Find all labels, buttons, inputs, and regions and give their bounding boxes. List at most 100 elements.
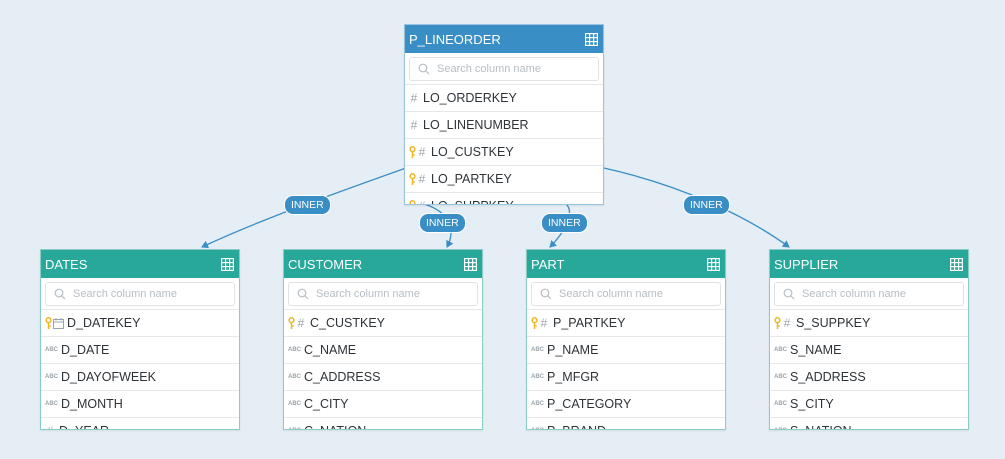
column-row[interactable]: D_DATEKEY: [41, 310, 239, 337]
column-search-input[interactable]: Search column name: [531, 282, 721, 306]
number-type-icon: #: [783, 316, 791, 330]
table-p-lineorder[interactable]: P_LINEORDER Search column name #LO_ORDERKE…: [404, 24, 604, 205]
column-row[interactable]: # S_SUPPKEY: [770, 310, 968, 337]
number-type-icon: #: [410, 91, 418, 105]
column-name: C_CUSTKEY: [310, 316, 386, 330]
column-row[interactable]: # D_YEAR: [41, 418, 239, 429]
number-type-icon: #: [297, 316, 305, 330]
search-placeholder: Search column name: [437, 63, 541, 75]
column-search-input[interactable]: Search column name: [288, 282, 478, 306]
search-placeholder: Search column name: [73, 288, 177, 300]
key-icon: [409, 199, 417, 204]
text-type-icon: ABC: [288, 374, 301, 380]
number-type-icon: #: [540, 316, 548, 330]
column-row[interactable]: #LO_CUSTKEY: [405, 139, 603, 166]
table-header[interactable]: P_LINEORDER: [405, 25, 603, 53]
column-name: S_NAME: [790, 343, 842, 357]
table-settings-icon[interactable]: [585, 32, 598, 46]
table-header[interactable]: CUSTOMER: [284, 250, 482, 278]
column-row[interactable]: #LO_PARTKEY: [405, 166, 603, 193]
search-placeholder: Search column name: [316, 288, 420, 300]
column-name: S_CITY: [790, 397, 834, 411]
number-type-icon: #: [418, 172, 426, 186]
table-name: SUPPLIER: [774, 256, 839, 272]
column-name: P_NAME: [547, 343, 599, 357]
text-type-icon: ABC: [774, 374, 787, 380]
column-row[interactable]: #LO_LINENUMBER: [405, 112, 603, 139]
column-name: S_SUPPKEY: [796, 316, 871, 330]
column-name: P_PARTKEY: [553, 316, 626, 330]
text-type-icon: ABC: [531, 347, 544, 353]
table-header[interactable]: DATES: [41, 250, 239, 278]
search-icon: [54, 288, 73, 300]
text-type-icon: ABC: [531, 428, 544, 429]
table-settings-icon[interactable]: [464, 257, 477, 271]
text-type-icon: ABC: [45, 374, 58, 380]
column-name: C_CITY: [304, 397, 349, 411]
key-icon: [45, 316, 53, 330]
search-placeholder: Search column name: [559, 288, 663, 300]
table-header[interactable]: PART: [527, 250, 725, 278]
key-icon: [409, 145, 417, 159]
number-type-icon: #: [417, 199, 427, 204]
table-name: DATES: [45, 256, 88, 272]
column-name: LO_CUSTKEY: [431, 145, 514, 159]
column-row[interactable]: # LO_SUPPKEY: [405, 193, 603, 204]
text-type-icon: ABC: [774, 428, 787, 429]
number-type-icon: #: [45, 424, 55, 429]
text-type-icon: ABC: [774, 347, 787, 353]
column-search-input[interactable]: Search column name: [45, 282, 235, 306]
table-settings-icon[interactable]: [221, 257, 234, 271]
table-header[interactable]: SUPPLIER: [770, 250, 968, 278]
table-settings-icon[interactable]: [707, 257, 720, 271]
column-name: P_BRAND: [547, 424, 606, 429]
column-row[interactable]: #LO_ORDERKEY: [405, 85, 603, 112]
column-row[interactable]: # P_PARTKEY: [527, 310, 725, 337]
text-type-icon: ABC: [531, 374, 544, 380]
column-search-input[interactable]: Search column name: [774, 282, 964, 306]
join-badge-dates[interactable]: INNER: [284, 195, 331, 215]
column-name: D_YEAR: [59, 424, 109, 429]
text-type-icon: ABC: [45, 401, 58, 407]
text-type-icon: ABC: [531, 401, 544, 407]
column-name: LO_LINENUMBER: [423, 118, 529, 132]
column-row[interactable]: # C_CUSTKEY: [284, 310, 482, 337]
column-name: P_CATEGORY: [547, 397, 632, 411]
column-list[interactable]: #LO_ORDERKEY#LO_LINENUMBER#LO_CUSTKEY#LO…: [405, 85, 603, 204]
key-icon: [409, 172, 417, 186]
column-name: LO_SUPPKEY: [431, 199, 514, 204]
join-badge-customer[interactable]: INNER: [419, 213, 466, 233]
text-type-icon: ABC: [288, 428, 301, 429]
table-settings-icon[interactable]: [950, 257, 963, 271]
join-badge-supplier[interactable]: INNER: [683, 195, 730, 215]
text-type-icon: ABC: [774, 401, 787, 407]
column-name: D_DAYOFWEEK: [61, 370, 156, 384]
column-name: C_NAME: [304, 343, 357, 357]
column-search-input[interactable]: Search column name: [409, 57, 599, 81]
join-badge-part[interactable]: INNER: [541, 213, 588, 233]
text-type-icon: ABC: [288, 347, 301, 353]
